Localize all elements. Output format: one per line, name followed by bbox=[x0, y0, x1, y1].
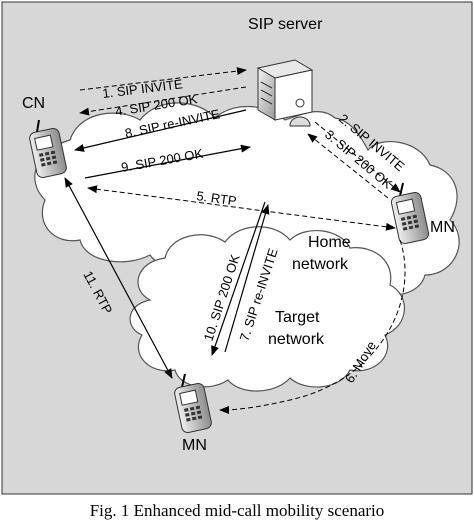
arrow-7-sip-re-invite bbox=[224, 204, 270, 353]
target-network-cloud bbox=[129, 226, 405, 392]
arrow-8-sip-re-invite bbox=[74, 109, 247, 152]
mn-home-label: MN bbox=[430, 219, 455, 236]
sip-server-label: SIP server bbox=[248, 16, 323, 33]
target-network-label-line1: Target bbox=[275, 309, 320, 326]
cn-label: CN bbox=[22, 95, 45, 112]
home-network-label-line2: network bbox=[292, 256, 349, 273]
home-network-label-line1: Home bbox=[308, 234, 351, 251]
arrow-2-sip-invite bbox=[314, 121, 401, 193]
figure-caption: Fig. 1 Enhanced mid-call mobility scenar… bbox=[90, 501, 385, 520]
arrow-4-sip-200-ok bbox=[79, 86, 247, 116]
arrow-1-sip-invite bbox=[79, 67, 247, 91]
msg-5-label: 5. RTP bbox=[196, 188, 238, 208]
arrow-9-sip-200-ok bbox=[84, 144, 251, 179]
cn-phone-icon bbox=[29, 119, 67, 178]
mn-target-label: MN bbox=[182, 437, 207, 454]
sip-server-icon bbox=[256, 59, 314, 127]
mn-target-phone-icon bbox=[174, 373, 212, 433]
arrow-3-sip-200-ok bbox=[307, 133, 389, 199]
arrow-11-rtp bbox=[64, 177, 173, 379]
target-network-label-line2: network bbox=[268, 331, 325, 348]
arrow-10-sip-200-ok bbox=[211, 201, 266, 356]
arrow-6-move bbox=[219, 239, 406, 414]
